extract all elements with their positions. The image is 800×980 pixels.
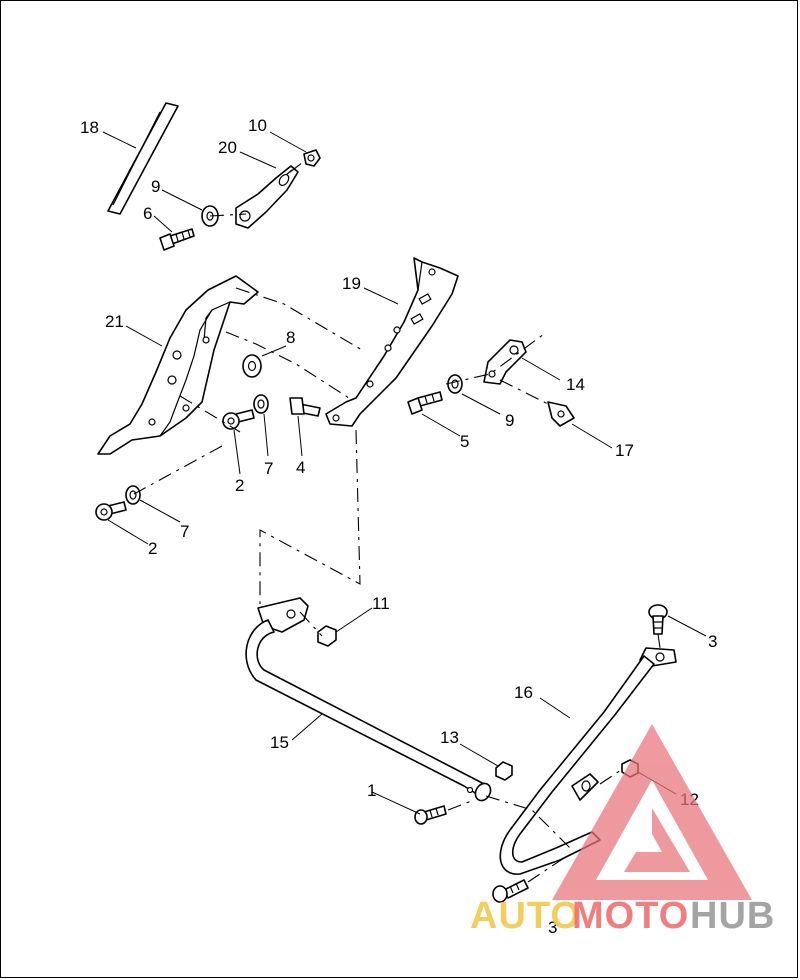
callout-3-top: 3 xyxy=(708,632,717,651)
callout-7-upper: 7 xyxy=(264,459,273,478)
callout-7-lower: 7 xyxy=(180,522,189,541)
watermark-moto: MOTO xyxy=(572,895,689,937)
part-11-nut xyxy=(317,625,337,647)
callout-2-lower: 2 xyxy=(148,539,157,558)
watermark-g-mark xyxy=(624,808,690,872)
part-13-nut xyxy=(495,761,513,781)
callout-11: 11 xyxy=(372,594,390,613)
callout-10: 10 xyxy=(248,116,267,135)
callout-8: 8 xyxy=(286,328,295,347)
watermark-auto: AUTO xyxy=(470,895,581,937)
callout-2-upper: 2 xyxy=(235,476,244,495)
assembly-lines xyxy=(133,159,661,883)
part-9-washer-right xyxy=(447,374,463,394)
part-18-strip xyxy=(107,102,179,215)
callout-17: 17 xyxy=(615,441,634,460)
leader-lines xyxy=(102,131,707,815)
callout-3-bottom: 3 xyxy=(548,918,557,937)
part-2-screw-upper xyxy=(222,409,255,430)
part-8-washer xyxy=(242,354,262,378)
callout-4: 4 xyxy=(296,458,305,477)
part-1-screw xyxy=(414,805,447,825)
part-19-bracket xyxy=(325,257,459,427)
callout-labels: 18 10 20 9 6 19 21 8 14 9 5 17 2 7 4 7 2… xyxy=(80,116,717,937)
part-20-bracket xyxy=(235,165,299,229)
callout-19: 19 xyxy=(342,274,361,293)
callout-14: 14 xyxy=(566,375,585,394)
part-4-bolt xyxy=(289,397,321,417)
part-10-clip xyxy=(303,149,321,167)
part-3-bolt-top xyxy=(648,604,668,635)
callout-16: 16 xyxy=(514,683,533,702)
callout-21: 21 xyxy=(105,312,124,331)
part-5-bolt xyxy=(407,391,443,415)
callout-15: 15 xyxy=(270,733,289,752)
callout-20: 20 xyxy=(218,138,237,157)
part-15-rod xyxy=(245,597,492,802)
callout-18: 18 xyxy=(80,118,99,137)
callout-6: 6 xyxy=(143,204,152,223)
callout-13: 13 xyxy=(440,728,459,747)
watermark-triangle xyxy=(552,724,752,900)
watermark-brand: AUTO MOTO HUB xyxy=(470,895,775,937)
callout-1: 1 xyxy=(367,781,376,800)
part-2-screw-lower xyxy=(95,501,127,521)
callout-9-right: 9 xyxy=(505,411,514,430)
part-16-rod xyxy=(499,647,677,875)
part-3-bolt-bottom xyxy=(492,879,529,903)
watermark-hub: HUB xyxy=(690,895,775,937)
part-6-bolt xyxy=(159,228,195,251)
part-21-heel-bracket xyxy=(97,275,259,455)
part-7-washer-upper xyxy=(253,394,269,414)
part-17-clip xyxy=(547,401,575,427)
watermark-logo xyxy=(552,724,752,900)
part-7-washer-lower xyxy=(125,485,141,505)
part-14-bracket xyxy=(483,339,527,385)
callout-5: 5 xyxy=(460,432,469,451)
callout-9-top: 9 xyxy=(151,177,160,196)
